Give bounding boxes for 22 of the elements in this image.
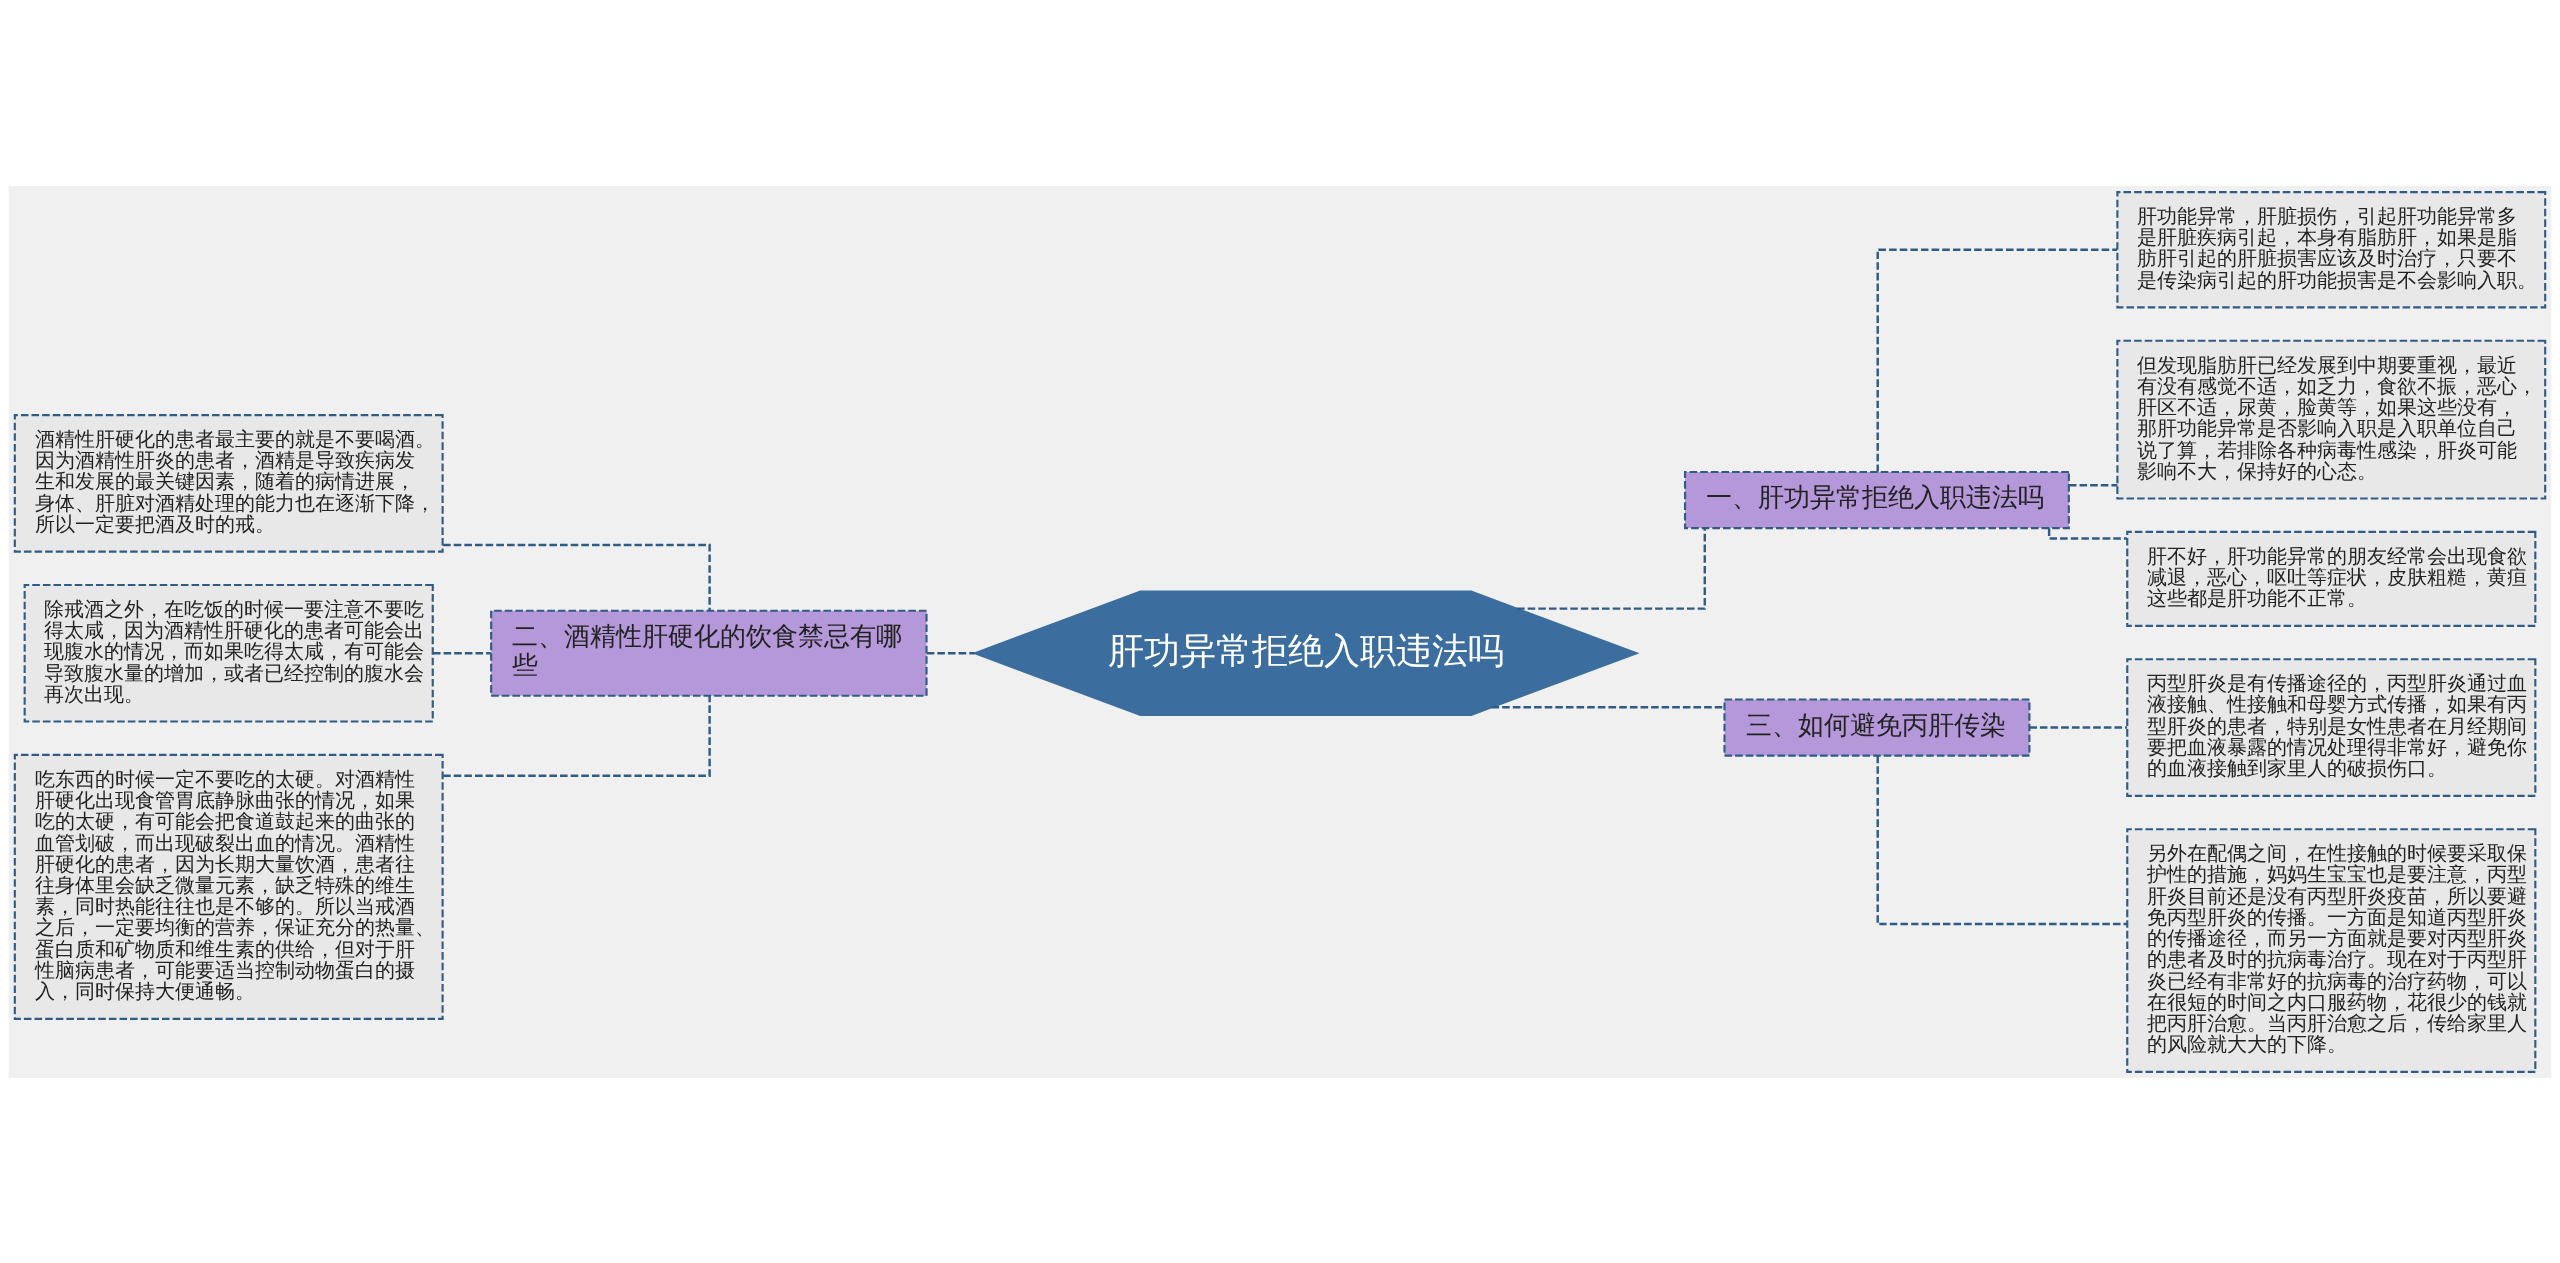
connector [443,695,711,777]
connector [1876,755,2128,925]
node-box: 肝不好，肝功能异常的朋友经常会出现食欲减退，恶心，呕吐等症状，皮肤粗糙，黄疸这些都是肝功能不正常。 [2126,530,2537,627]
node-box: 肝功能异常，肝脏损伤，引起肝功能异常多是肝脏疾病引起，本身有脂肪肝，如果是脂肪肝引起的肝脏损害应该及时治疗，只要不是传染病引起的肝功能损害是不会影响入职。 [2116,190,2547,308]
connector [2047,527,2127,540]
node-box: 吃东西的时候一定不要吃的太硬。对酒精性肝硬化出现食管胃底静脉曲张的情况，如果吃的太硬，有可能会把食道鼓起来的曲张的血管划破，而出现破裂出血的情况。酒精性肝硬化的患者，因为长期大量饮酒，患者往往身体里会缺乏微量元素，缺乏特殊的维生素，同时热能往往也是不够的。所以当戒酒之后，一定要均衡的营养，保证充分的热量、蛋白质和矿物质和维生素的供给，但对于肝性脑病患者，可能要适当控制动物蛋白的摄入，同时保持大便通畅。 [13,753,444,1020]
node-box: 一、肝功异常拒绝入职违法吗 [1684,470,2070,529]
connector [443,543,711,610]
connector [1491,705,1725,709]
connector [433,651,491,654]
connector [1876,248,2118,472]
connector [2068,483,2118,486]
node-box: 另外在配偶之间，在性接触的时候要采取保护性的措施，妈妈生宝宝也是要注意，丙型肝炎目前还是没有丙型肝炎疫苗，所以要避免丙型肝炎的传播。一方面是知道丙型肝炎的传播途径，而另一方面就是要对丙型肝炎的患者及时的抗病毒治疗。现在对于丙型肝炎已经有非常好的抗病毒的治疗药物，可以在很短的时间之内口服药物，花很少的钱就把丙肝治愈。当丙肝治愈之后，传给家里人的风险就大大的下降。 [2126,827,2537,1073]
connector [2029,725,2128,729]
node-box: 酒精性肝硬化的患者最主要的就是不要喝酒。因为酒精性肝炎的患者，酒精是导致疾病发生和发展的最关键因素，随着的病情进展，身体、肝脏对酒精处理的能力也在逐渐下降，所以一定要把酒及时的戒。 [13,413,444,553]
node-box: 三、如何避免丙肝传染 [1723,697,2031,757]
node-box: 但发现脂肪肝已经发展到中期要重视，最近有没有感觉不适，如乏力，食欲不振，恶心，肝区不适，尿黄，脸黄等，如果这些没有，那肝功能异常是否影响入职是入职单位自己说了算，若排除各种病毒性感染，肝炎可能影响不大，保持好的心态。 [2116,339,2547,500]
node-box: 除戒酒之外，在吃饭的时候一要注意不要吃得太咸，因为酒精性肝硬化的患者可能会出现腹水的情况，而如果吃得太咸，有可能会导致腹水量的增加，或者已经控制的腹水会再次出现。 [23,583,434,723]
node-box: 二、酒精性肝硬化的饮食禁忌有哪些 [490,609,928,697]
node-box: 丙型肝炎是有传播途径的，丙型肝炎通过血液接触、性接触和母婴方式传播，如果有丙型肝炎的患者，特别是女性患者在月经期间要把血液暴露的情况处理得非常好，避免你的血液接触到家里人的破损伤口。 [2126,657,2537,797]
connector [926,651,975,654]
connector [1516,528,1706,610]
